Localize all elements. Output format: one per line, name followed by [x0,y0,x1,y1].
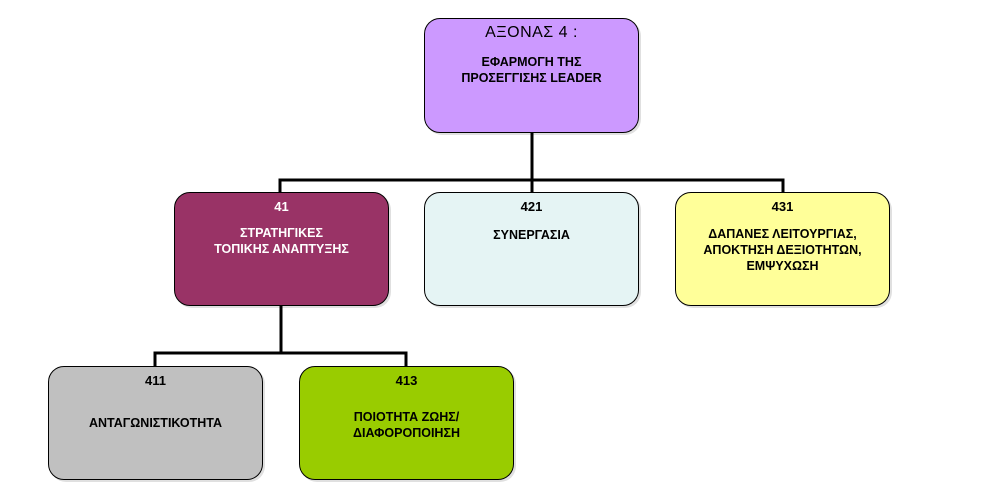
node-label-line: ΔΑΠΑΝΕΣ ΛΕΙΤΟΥΡΓΙΑΣ, [708,227,857,241]
node-413: 413 ΠΟΙΟΤΗΤΑ ΖΩΗΣ/ ΔΙΑΦΟΡΟΠΟΙΗΣΗ [299,366,514,480]
node-code: ΑΞΟΝΑΣ 4 : [485,24,578,41]
node-label-line: ΤΟΠΙΚΗΣ ΑΝΑΠΤΥΞΗΣ [214,242,349,256]
node-41: 41 ΣΤΡΑΤΗΓΙΚΕΣ ΤΟΠΙΚΗΣ ΑΝΑΠΤΥΞΗΣ [174,192,389,306]
node-label-line: ΣΤΡΑΤΗΓΙΚΕΣ [239,226,324,240]
node-code: 431 [771,199,794,214]
node-411: 411 ΑΝΤΑΓΩΝΙΣΤΙΚΟΤΗΤΑ [48,366,263,480]
node-421: 421 ΣΥΝΕΡΓΑΣΙΑ [424,192,639,306]
node-label-line: ΔΙΑΦΟΡΟΠΟΙΗΣΗ [353,426,460,440]
node-code: 411 [145,373,166,388]
node-label-line: ΕΜΨΥΧΩΣΗ [746,259,819,273]
node-label-line: ΕΦΑΡΜΟΓΗ ΤΗΣ [481,55,582,69]
node-431: 431 ΔΑΠΑΝΕΣ ΛΕΙΤΟΥΡΓΙΑΣ, ΑΠΟΚΤΗΣΗ ΔΕΞΙΟΤ… [675,192,890,306]
node-label-line: ΑΠΟΚΤΗΣΗ ΔΕΞΙΟΤΗΤΩΝ, [703,243,862,257]
node-label-line: ΠΡΟΣΕΓΓΙΣΗΣ LEADER [461,71,602,85]
node-label-line: ΑΝΤΑΓΩΝΙΣΤΙΚΟΤΗΤΑ [88,416,222,430]
node-label-line: ΠΟΙΟΤΗΤΑ ΖΩΗΣ/ [353,410,460,424]
node-root-axis-4: ΑΞΟΝΑΣ 4 : ΕΦΑΡΜΟΓΗ ΤΗΣ ΠΡΟΣΕΓΓΙΣΗΣ LEAD… [424,18,639,133]
node-code: 413 [395,373,418,388]
node-label-line: ΣΥΝΕΡΓΑΣΙΑ [493,228,570,242]
node-code: 41 [274,199,289,214]
node-code: 421 [520,199,543,214]
